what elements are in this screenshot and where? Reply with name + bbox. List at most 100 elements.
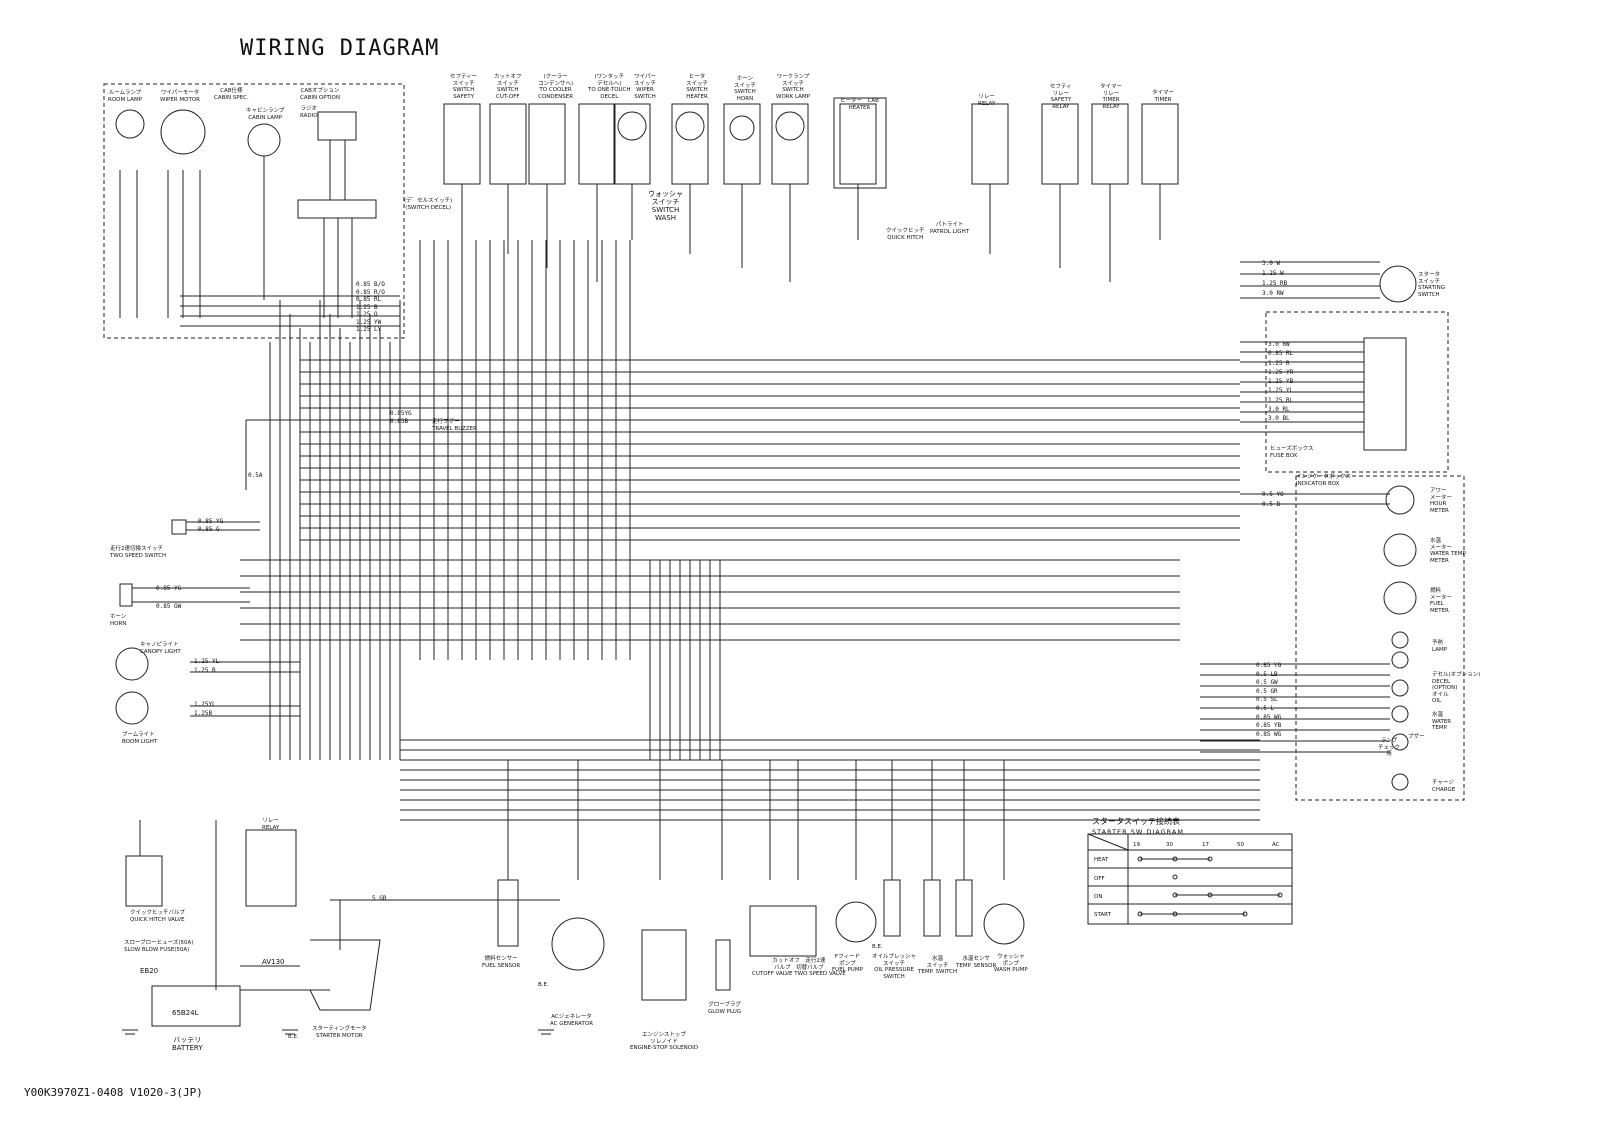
top-component-box [1091,103,1129,185]
canopy-light-symbol [115,647,149,681]
starter-wires: 3.0 W 1.25 W 1.25 RB 3.0 RW [1262,260,1288,297]
engine-stop-box [641,929,687,1001]
top-component-box [1041,103,1079,185]
table-dot [1207,856,1213,862]
cutoff-valve-box [749,905,817,957]
cab-heater-box [833,97,887,189]
top-component-box [839,103,877,185]
starter-motor-symbol [309,939,381,1011]
indicator-box-outline [1295,475,1465,801]
two-speed-wires: 0.85 YG 0.85 G [198,518,224,533]
canopy-wires: 1.25 YL 1.25 B [194,658,220,674]
table-col-50: 50 [1237,842,1244,848]
room-lamp-symbol [115,109,145,139]
be-label-starter: B.E. [288,1034,299,1040]
slow-blow-fuse-label: スローブローヒューズ(50A)SLOW BLOW FUSE(50A) [124,940,194,953]
table-row-on: ON [1094,894,1103,900]
cab-group-box [103,83,405,339]
table-col-19: 19 [1133,842,1140,848]
fuel-meter-symbol [1383,581,1417,615]
radio-symbol [317,111,357,141]
horn-symbol [119,583,133,607]
table-row-start: START [1094,912,1111,918]
indicator-lamp-symbol [1391,631,1409,649]
boom-wires: 1.25YL 1.25B [194,701,216,717]
top-component-box [443,103,481,185]
indicator-lamp-symbol [1391,651,1409,669]
lower-indicator-wires: 0.85 YG 0.5 LB 0.5 GW 0.5 GR 0.5 SL 0.5 … [1256,662,1282,738]
top-component-box [771,103,809,185]
wire-line [1087,833,1129,851]
bottom-relay-box [245,829,297,907]
top-component-box [971,103,1009,185]
switch-decel-label: (デ゛セルスイッチ)(SWITCH DECEL) [404,198,453,211]
table-col-17: 17 [1202,842,1209,848]
battery-ground-label: EB20 [140,967,159,975]
av130-label: AV130 [262,958,285,966]
quick-hitch-valve-box [125,855,163,907]
starter-table-title: スタータスイッチ接続表 STARTER SW DIAGRAM [1092,817,1184,836]
cabin-lamp-symbol [247,123,281,157]
indicator-lamp-symbol [1391,679,1409,697]
top-component-box [528,103,566,185]
table-col-30: 30 [1166,842,1173,848]
lamp-check-label: ランプチェック用 [1378,738,1401,757]
starter-table-frame [1087,833,1293,925]
indicator-lamp-symbol [1391,773,1409,791]
travel-buzzer-wires: 0.85YG 0.85B [390,410,412,425]
boom-light-symbol [115,691,149,725]
wiper-motor-symbol [160,109,206,155]
indicator-lamp-symbol [1391,733,1409,751]
top-component-box [489,103,527,185]
work-lamp-symbol [775,111,805,141]
battery-symbol [151,985,241,1027]
horn-wires: 0.85 YG 0.85 GW [156,585,182,610]
two-speed-connector [171,519,187,535]
wiper-switch-symbol [617,111,647,141]
oil-pressure-box [883,879,901,937]
table-dot [1172,874,1178,880]
fuse-box-symbol [1363,337,1407,451]
fuse-wires: 3.0 RW 0.85 RL 1.25 R 1.25 YR 1.25 YB 1.… [1268,341,1294,423]
top-component-box [671,103,709,185]
